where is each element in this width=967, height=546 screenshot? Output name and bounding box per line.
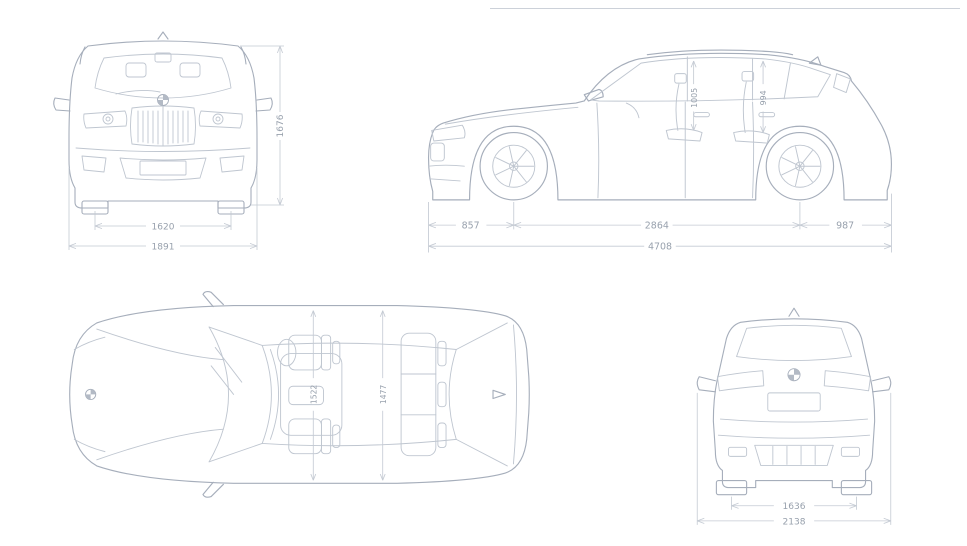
- fog-insert-right: [219, 155, 245, 173]
- rear-seat-headrest: [741, 71, 755, 82]
- rear-wheel: [765, 131, 835, 201]
- license-plate: [139, 160, 187, 176]
- top-dimensions: [310, 310, 386, 481]
- mirror-left-icon: [696, 376, 716, 393]
- roof-rail-left: [79, 46, 86, 65]
- door-handle-front: [693, 112, 710, 118]
- antenna-fin-icon: [157, 31, 169, 40]
- roof-front-edge: [261, 344, 272, 444]
- mirror-bottom-icon: [202, 481, 224, 498]
- rear-dimensions: [696, 392, 892, 525]
- rear-window: [736, 324, 852, 362]
- rear-car-body: [696, 307, 892, 496]
- rear-car-details: [716, 324, 872, 466]
- front-seat-right: [288, 418, 322, 455]
- side-view: 1005 994 857 2864 987 4708: [418, 0, 923, 263]
- front-car-details: [75, 52, 251, 181]
- headlight-left: [83, 110, 128, 129]
- exhaust-left: [728, 446, 748, 457]
- dim-front-height-label: 1676: [276, 114, 286, 137]
- front-seat-headrest: [674, 73, 687, 84]
- rear-window-edge: [448, 349, 457, 440]
- bmw-logo-icon: [85, 388, 97, 400]
- front-seat-left: [288, 334, 322, 371]
- fog-insert-left: [81, 155, 107, 173]
- center-console: [288, 385, 324, 406]
- headlight: [431, 124, 466, 142]
- side-car-details: [428, 56, 851, 199]
- taillight: [833, 73, 851, 94]
- diffuser: [754, 444, 834, 466]
- dim-rear-interior-width-label: 1477: [379, 385, 388, 405]
- roof-rail-right: [240, 46, 247, 65]
- dim-front-overhang-label: 857: [462, 220, 480, 231]
- top-rule-line: [490, 8, 960, 9]
- rear-seat: [733, 81, 770, 144]
- side-windows: [590, 57, 831, 102]
- rear-wheel-left: [715, 480, 748, 496]
- dim-front-interior-width-label: 1522: [309, 385, 318, 405]
- wipers: [210, 346, 243, 395]
- dim-front-track-label: 1620: [152, 223, 175, 233]
- mirror-top-icon: [202, 291, 224, 308]
- top-car-body: [69, 291, 530, 498]
- top-view: 1522 1477: [60, 288, 540, 508]
- rear-view-drawing: 1636 2138: [696, 307, 892, 527]
- antenna-fin-icon: [808, 56, 822, 66]
- lower-intake: [119, 157, 207, 181]
- sunroof: [280, 353, 343, 436]
- mirror-right-icon: [872, 376, 892, 393]
- kidney-grille: [430, 142, 445, 162]
- roof-rail: [646, 49, 794, 56]
- bmw-logo-icon: [157, 94, 169, 106]
- steering-wheel: [277, 338, 297, 367]
- headlight-right: [198, 110, 243, 129]
- top-car-details: [73, 322, 517, 467]
- kidney-grille: [130, 105, 196, 147]
- headrest-left: [125, 62, 147, 78]
- taillight-right: [823, 370, 872, 392]
- front-dimensions: [68, 45, 284, 250]
- side-dimensions: [428, 60, 892, 253]
- dim-rear-overhang-label: 987: [836, 220, 854, 231]
- rear-view: 1636 2138: [668, 292, 920, 529]
- taillight-left: [716, 370, 765, 392]
- mirror-left-icon: [53, 97, 71, 112]
- front-seat: [665, 83, 703, 142]
- windshield: [94, 53, 232, 99]
- antenna-fin-icon: [788, 307, 800, 317]
- side-view-drawing: 1005 994 857 2864 987 4708: [427, 49, 892, 253]
- exhaust-right: [840, 446, 860, 457]
- front-view: 1620 1891 1676: [28, 8, 298, 258]
- front-wheel: [479, 131, 548, 201]
- antenna-fin-icon: [492, 389, 506, 400]
- hood-creases: [96, 328, 224, 461]
- rear-wheel-right: [840, 480, 873, 496]
- bmw-logo-icon: [787, 368, 801, 382]
- dim-wheelbase-label: 2864: [645, 220, 669, 231]
- side-mirror-icon: [583, 88, 604, 102]
- dim-front-headroom-label: 1005: [690, 88, 699, 108]
- dim-length-label: 4708: [648, 241, 672, 252]
- front-view-drawing: 1620 1891 1676: [53, 31, 286, 253]
- rearview-mirror: [154, 52, 172, 63]
- dim-rear-track-label: 1636: [782, 502, 805, 512]
- mirror-right-icon: [255, 97, 273, 112]
- headrest-right: [179, 62, 201, 78]
- door-handle-rear: [758, 112, 776, 118]
- dim-front-width-label: 1891: [152, 243, 175, 253]
- top-view-drawing: 1522 1477: [69, 291, 530, 498]
- license-plate: [767, 392, 821, 412]
- dim-rear-headroom-label: 994: [759, 90, 768, 105]
- dim-rear-width-mirrors-label: 2138: [782, 517, 805, 527]
- rear-bench: [400, 332, 437, 457]
- side-car-body: [427, 49, 892, 201]
- windshield-base: [208, 326, 229, 463]
- tailgate-edge: [512, 324, 517, 465]
